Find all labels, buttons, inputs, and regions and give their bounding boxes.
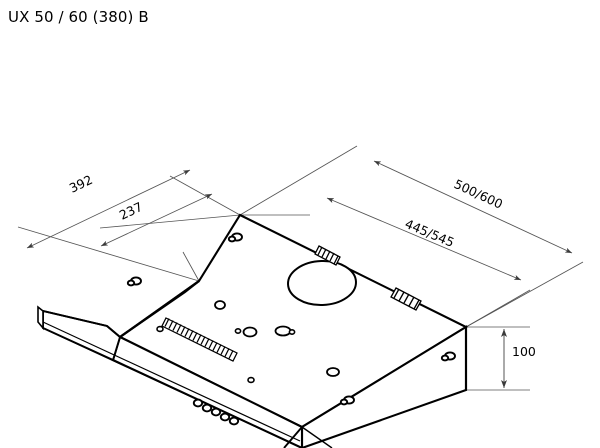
dimension-line-500-600	[373, 160, 573, 254]
keyhole-slot-rear-left-small	[227, 235, 237, 243]
keyhole-slot-right-small	[440, 354, 450, 362]
keyhole-slot-front-small	[339, 398, 349, 406]
rear-edge-tab-2	[390, 287, 422, 311]
extension-line-e	[239, 145, 358, 216]
hood-front-right-chamfer	[283, 426, 303, 448]
keyhole-slot-left-small	[126, 279, 136, 287]
dimension-line-445-545	[326, 197, 522, 281]
dimension-line-237	[100, 193, 213, 247]
mount-hole-7	[326, 367, 340, 377]
dimension-label-100: 100	[512, 344, 536, 359]
hood-left-chamfer	[42, 310, 121, 338]
hood-left-end-cap	[37, 305, 44, 331]
mount-hole-5	[288, 328, 296, 335]
extension-line-d	[182, 251, 200, 282]
rear-edge-tab-1-ribs	[317, 246, 339, 265]
dimension-label-445-545: 445/545	[403, 216, 457, 250]
mount-hole-6	[156, 325, 164, 333]
hood-front-trim-line-2	[42, 321, 301, 442]
top-grille-slats	[164, 318, 234, 359]
mount-hole-4	[234, 327, 242, 334]
dimension-label-500-600: 500/600	[452, 176, 505, 212]
rear-edge-tab-1	[314, 245, 341, 266]
control-button-5[interactable]	[228, 416, 240, 426]
duct-outlet-circle	[287, 259, 357, 307]
control-button-3[interactable]	[210, 407, 222, 417]
control-button-4[interactable]	[219, 412, 231, 422]
page-title: UX 50 / 60 (380) B	[8, 8, 149, 26]
mount-hole-3	[274, 325, 292, 337]
mount-hole-2	[242, 326, 258, 338]
hood-front-left-chamfer	[119, 280, 200, 338]
extension-line-a	[17, 226, 200, 282]
top-surface-features	[126, 232, 456, 406]
keyhole-slot-right	[440, 351, 456, 362]
hood-body	[37, 213, 469, 448]
front-control-panel	[192, 398, 240, 426]
keyhole-slot-rear-left	[227, 232, 243, 243]
keyhole-slot-front	[339, 395, 355, 406]
extension-line-g	[465, 289, 531, 328]
control-button-1[interactable]	[192, 398, 204, 408]
keyhole-slot-left	[126, 276, 142, 287]
rear-edge-tab-2-ribs	[393, 288, 420, 310]
dimension-label-392: 392	[67, 172, 95, 196]
control-button-2[interactable]	[201, 403, 213, 413]
dimension-lines-group	[17, 145, 584, 391]
hood-front-right-chamfer-2	[301, 426, 333, 448]
hood-front-trim-line	[42, 327, 303, 448]
mount-hole-1	[214, 300, 226, 310]
dimension-label-237: 237	[117, 199, 145, 223]
dimension-line-392	[26, 169, 191, 249]
mount-hole-8	[247, 376, 255, 384]
top-grille	[161, 317, 238, 362]
